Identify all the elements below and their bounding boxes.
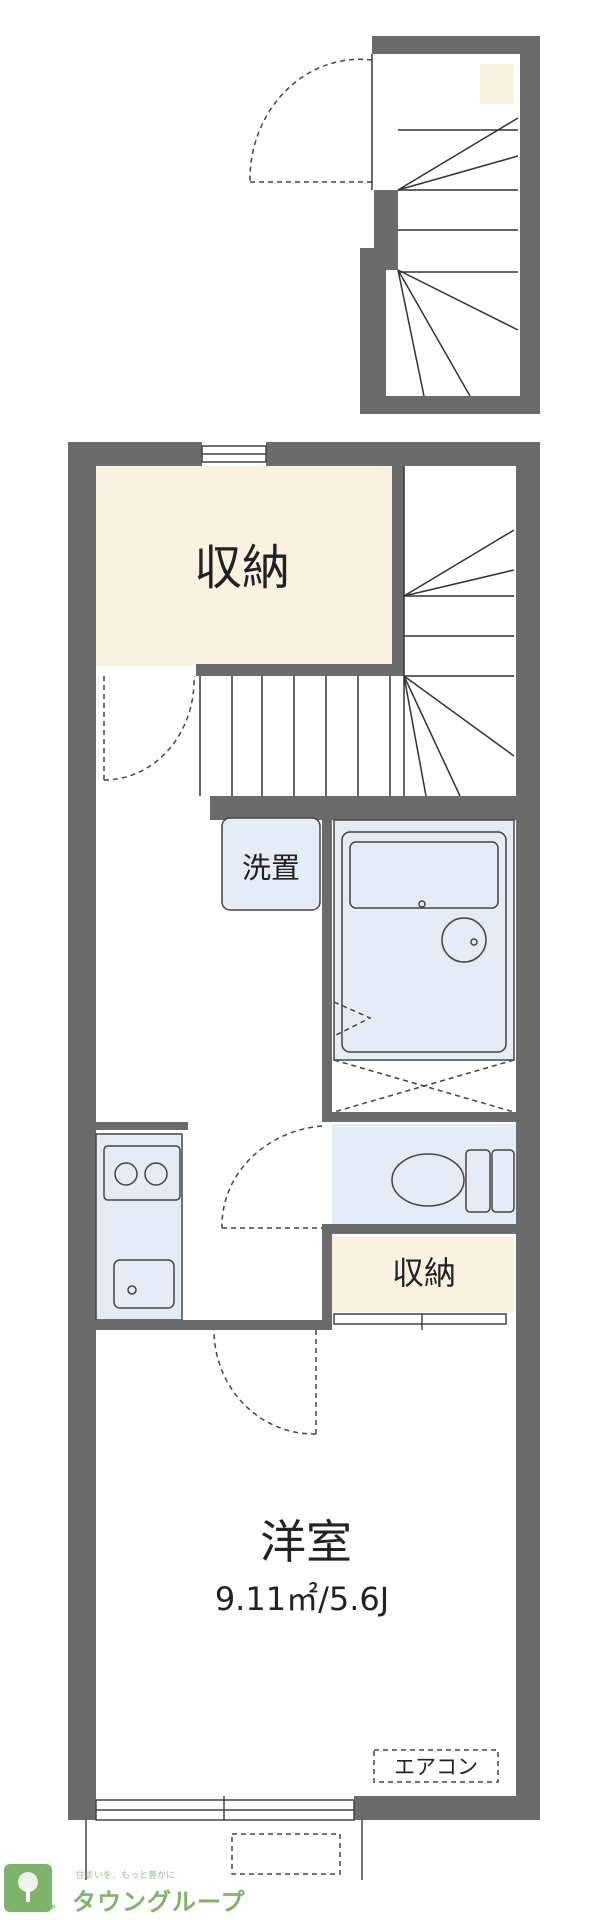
upper-door-swing: [249, 58, 373, 183]
storage-small-wall: [322, 1232, 332, 1324]
bath-door: [333, 1001, 372, 1037]
label-western-room: 洋室: [260, 1515, 352, 1569]
kitchen-wall-bottom: [96, 1320, 332, 1330]
upper-stair-marker: [480, 64, 514, 104]
label-storage-top: 収納: [194, 540, 290, 596]
brand-logo-icon: [4, 1864, 52, 1912]
brand-sub: TOWN GROUP: [6, 1904, 56, 1912]
aircon-unit: [373, 1749, 499, 1783]
storage-door-swing: [103, 675, 195, 781]
balcony: [85, 1796, 363, 1880]
top-window: [201, 445, 267, 463]
upper-floor-section: [249, 36, 540, 414]
bath-wall: [322, 816, 332, 1112]
outer-wall-top-right: [266, 442, 540, 466]
outer-wall-right: [516, 442, 540, 1820]
outer-wall-bottom-right: [354, 1796, 540, 1820]
toilet-bottom-wall: [322, 1224, 516, 1234]
storage-small-door: [333, 1313, 507, 1330]
toilet-door-swing: [221, 1125, 323, 1229]
storage-top-wall-bottom: [196, 664, 404, 676]
washer-space: [221, 817, 321, 911]
storage-top-area: [96, 466, 392, 666]
toilet: [391, 1149, 515, 1213]
storage-top-wall-right: [392, 466, 404, 674]
kitchen-wall-top: [96, 1122, 188, 1130]
brand-footer: 住まいを、もっと豊かに タウングループ TOWN GROUP: [0, 1860, 260, 1920]
upper-stairs: [397, 117, 519, 397]
label-storage-small: 収納: [392, 1254, 456, 1292]
main-unit: 収納 洗置 収納 洋室 9.11㎡/5.6J エアコン: [68, 442, 540, 1880]
stair-landing-wall: [210, 796, 516, 820]
outer-wall-left: [68, 442, 96, 1820]
outer-wall-top-left: [68, 442, 202, 466]
storage-small-area: [332, 1236, 514, 1312]
label-aircon: エアコン: [394, 1755, 478, 1779]
main-stairs: [403, 466, 515, 797]
bathtub: [341, 831, 507, 1053]
bath-dryer-cross: [333, 1059, 515, 1113]
bath-bottom-wall: [322, 1112, 516, 1122]
label-washer: 洗置: [242, 851, 300, 885]
brand-name: タウングループ: [72, 1888, 246, 1916]
brand-tagline: 住まいを、もっと豊かに: [76, 1871, 176, 1881]
room-door-swing: [213, 1329, 317, 1435]
label-western-room-size: 9.11㎡/5.6J: [215, 1580, 389, 1618]
upper-wall-gap: [372, 54, 398, 190]
lower-stairs: [199, 676, 391, 796]
kitchen-counter: [95, 1133, 183, 1321]
